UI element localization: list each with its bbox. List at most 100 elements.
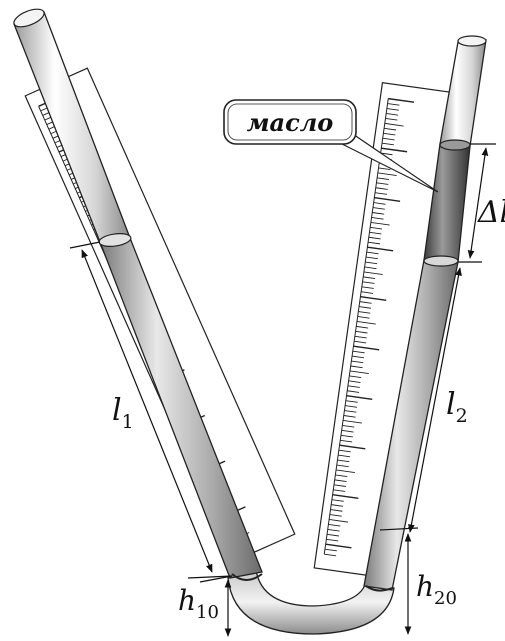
ruler-tick <box>342 420 362 424</box>
ruler-tick <box>328 523 341 527</box>
ruler-tick <box>383 132 396 136</box>
ruler-tick <box>356 320 376 325</box>
ruler-tick <box>352 355 365 359</box>
callout-label: масло <box>247 108 334 137</box>
ruler-tick <box>386 113 399 116</box>
ruler-tick <box>349 375 362 379</box>
ruler-tick <box>343 415 356 418</box>
ruler-tick <box>370 226 383 230</box>
ruler-tick <box>352 350 365 354</box>
delta-l-dimension <box>467 147 489 259</box>
ruler-tick <box>385 117 398 121</box>
ruler-tick <box>327 528 340 532</box>
ruler-tick <box>373 202 386 205</box>
ruler-tick <box>324 548 337 552</box>
ruler-tick <box>374 196 401 202</box>
ruler-tick <box>326 538 339 542</box>
ruler-tick <box>335 474 348 478</box>
right-ruler-ticks <box>323 97 415 557</box>
ruler-tick <box>345 405 358 408</box>
ruler-tick <box>338 449 351 453</box>
ruler-tick <box>365 261 378 265</box>
ruler-tick <box>381 147 408 153</box>
ruler-tick <box>360 295 387 301</box>
ruler-tick <box>333 484 346 487</box>
ruler-tick <box>332 494 359 500</box>
ruler-tick <box>329 519 348 523</box>
ruler-tick <box>359 301 372 304</box>
ruler-tick <box>334 479 347 482</box>
right-ruler <box>313 81 451 579</box>
ruler-tick <box>347 390 360 393</box>
label-l2: l2 <box>446 387 468 427</box>
ruler-tick <box>361 291 374 294</box>
ruler-tick <box>336 464 349 468</box>
ruler-spine <box>323 98 389 555</box>
ruler-tick <box>375 187 388 190</box>
ruler-tick <box>361 286 374 289</box>
ruler-tick <box>368 236 381 240</box>
ruler-tick <box>346 395 373 401</box>
ruler-tick <box>384 122 404 127</box>
ruler-tick <box>356 325 369 329</box>
ruler-tick <box>336 469 355 474</box>
ruler-tick <box>331 499 344 502</box>
ruler-tick <box>371 217 384 220</box>
oil-meniscus <box>439 139 471 151</box>
u-tube-bend <box>227 569 395 635</box>
ruler-tick <box>380 152 393 156</box>
ruler-tick <box>357 316 370 319</box>
ruler-tick <box>349 370 369 375</box>
ruler-tick <box>342 424 355 428</box>
ruler-tick <box>338 454 351 458</box>
left-tube <box>13 8 263 581</box>
ruler-tick <box>358 311 371 314</box>
label-delta-l: Δl <box>477 195 505 230</box>
ruler-tick <box>374 192 387 195</box>
ruler-tick <box>339 444 366 450</box>
ruler-tick <box>354 340 367 344</box>
ruler-tick <box>333 489 346 492</box>
ruler-tick <box>365 256 378 260</box>
l2-dimension <box>408 267 462 533</box>
oil-callout: масло <box>223 99 439 193</box>
ruler-tick <box>376 182 389 185</box>
ruler-tick <box>363 276 376 279</box>
ruler-tick <box>325 543 352 549</box>
ruler-tick <box>378 167 391 171</box>
ruler-tick <box>340 434 353 438</box>
ruler-tick <box>368 241 381 245</box>
ruler-tick <box>331 504 344 507</box>
ruler-tick <box>386 108 399 111</box>
ruler-tick <box>341 429 354 433</box>
ruler-tick <box>345 400 358 403</box>
ruler-tick <box>350 365 363 369</box>
dimension-lines <box>69 143 496 637</box>
ruler-tick <box>347 385 360 388</box>
ruler-tick <box>351 360 364 364</box>
ruler-tick <box>381 142 394 146</box>
ruler-tick <box>362 281 375 284</box>
ruler-tick <box>329 514 342 517</box>
ruler-tick <box>384 127 397 131</box>
ruler-tick <box>387 103 400 106</box>
ruler-tick <box>369 231 382 235</box>
ruler-tick <box>355 330 368 334</box>
label-l1: l1 <box>112 393 134 433</box>
ruler-tick <box>353 345 380 351</box>
ruler-tick <box>366 251 379 255</box>
ruler-tick <box>377 177 390 180</box>
ruler-tick <box>372 207 385 210</box>
label-h10: h10 <box>178 584 219 623</box>
ruler-tick <box>364 266 377 270</box>
ruler-tick <box>372 212 385 215</box>
ruler-tick <box>370 221 390 226</box>
ruler-tick <box>344 410 357 413</box>
l1-dimension <box>81 249 213 573</box>
ruler-tick <box>358 306 371 309</box>
ruler-tick <box>367 246 394 252</box>
ruler-tick <box>382 137 395 141</box>
ruler-tick <box>348 380 361 383</box>
ruler-tick <box>388 97 415 103</box>
